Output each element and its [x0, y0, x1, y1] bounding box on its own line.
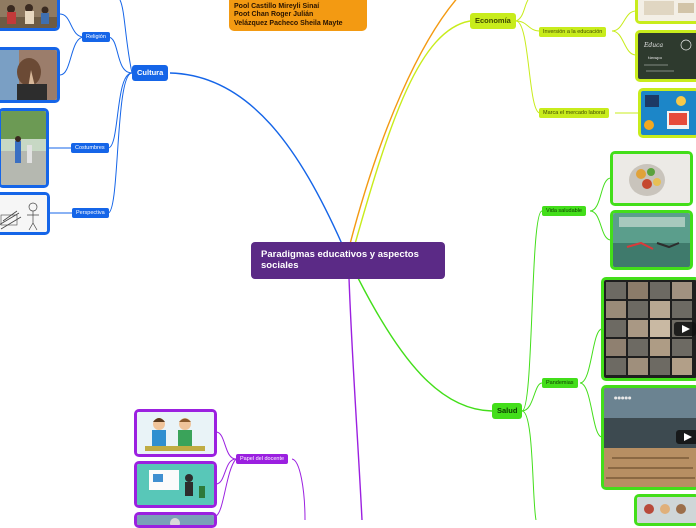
subtopic-perspectiva[interactable]: Perspectiva [72, 208, 109, 218]
top-image[interactable] [635, 0, 696, 24]
classroom-video-thumbnail[interactable]: ●●●●● [601, 385, 696, 490]
subtopic-pandemias[interactable]: Pandemias [542, 378, 578, 388]
healthy-food-photo[interactable] [610, 151, 693, 206]
connector-central-salud [357, 277, 493, 412]
topic-cultura[interactable]: Cultura [132, 65, 169, 81]
drawing-sketch-image[interactable] [0, 192, 50, 235]
education-icons-image[interactable] [638, 88, 696, 138]
connector-central-economia [354, 20, 471, 245]
author-1: Pool Castillo Mireyli Sinaí [234, 3, 320, 10]
connector-central-authors [349, 0, 457, 245]
subtopic-mercado-laboral[interactable]: Marca el mercado laboral [539, 108, 610, 118]
bottom-image[interactable] [134, 512, 217, 528]
people-outdoor-photo[interactable] [0, 0, 60, 31]
authors-box[interactable]: Pool Castillo Mireyli Sinaí Poot Chan Ro… [229, 0, 367, 31]
svg-text:Educa: Educa [643, 42, 663, 49]
author-3: Velázquez Pacheco Sheila Mayte [234, 19, 343, 27]
subtopic-papel-docente[interactable]: Papel del docente [236, 454, 289, 464]
subtopic-costumbres[interactable]: Costumbres [71, 143, 109, 153]
street-scene-photo[interactable] [0, 108, 49, 188]
play-icon [676, 430, 696, 444]
play-icon [674, 322, 696, 336]
connector-central-educacion [348, 277, 363, 520]
chalkboard-education-photo[interactable]: Educa tiempo [635, 30, 696, 82]
subtopic-religion[interactable]: Religión [82, 32, 110, 42]
connector-educacion-papel [291, 458, 306, 520]
author-2: Poot Chan Roger Julián [234, 11, 314, 19]
teacher-presentation-image[interactable] [134, 461, 217, 508]
gym-exercise-photo[interactable] [610, 210, 693, 270]
connector-central-cultura [169, 72, 343, 245]
central-topic[interactable]: Paradigmas educativos y aspectos sociale… [251, 242, 445, 279]
teachers-cartoon-image[interactable] [134, 409, 217, 457]
video-call-grid-photo[interactable] [601, 277, 696, 381]
group-photo[interactable] [634, 494, 696, 526]
svg-text:●●●●●: ●●●●● [614, 395, 632, 400]
topic-salud[interactable]: Salud [492, 403, 523, 419]
topic-economia[interactable]: Economía [470, 13, 516, 29]
subtopic-inversion-educacion[interactable]: Inversión a la educación [539, 27, 607, 37]
subtopic-vida-saludable[interactable]: Vida saludable [542, 206, 586, 216]
praying-hands-photo[interactable] [0, 47, 60, 103]
svg-text:tiempo: tiempo [648, 55, 663, 60]
